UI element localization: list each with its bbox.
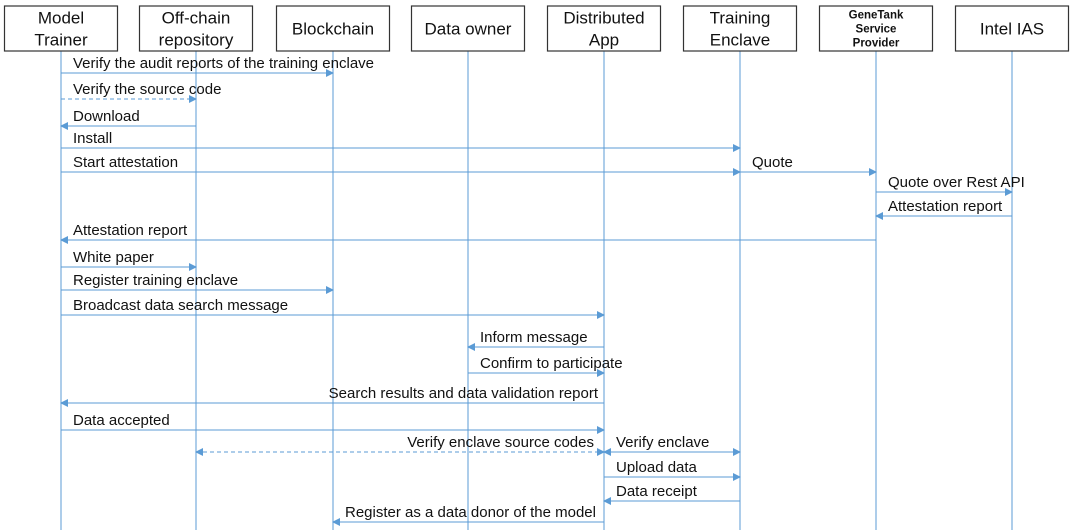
message: Register as a data donor of the model: [332, 504, 604, 526]
participant-box: [546, 5, 662, 52]
message-label: Install: [73, 130, 112, 147]
messages: Verify the audit reports of the training…: [60, 55, 1025, 526]
message: Data receipt: [603, 483, 740, 505]
participant-box: [3, 5, 119, 52]
message: Quote: [740, 154, 877, 176]
participant-box: [954, 5, 1070, 52]
message-label: Attestation report: [73, 222, 188, 239]
message: White paper: [61, 249, 197, 271]
message: Register training enclave: [61, 272, 334, 294]
participant-label: Enclave: [710, 31, 770, 50]
message-label: Quote over Rest API: [888, 174, 1025, 191]
message-label: Register training enclave: [73, 272, 238, 289]
participant-chain: Blockchain: [275, 5, 391, 52]
participant-label: Service: [856, 24, 897, 36]
participant-label: Trainer: [34, 31, 88, 50]
message: Inform message: [467, 329, 604, 351]
participant-label: Distributed: [563, 9, 644, 28]
participant-owner: Data owner: [410, 5, 526, 52]
participant-label: App: [589, 31, 619, 50]
participant-label: Off-chain: [162, 9, 231, 28]
message: Verify enclave: [603, 434, 741, 456]
message-label: Register as a data donor of the model: [345, 504, 596, 521]
message: Install: [61, 130, 741, 152]
participant-box: [275, 5, 391, 52]
message: Verify the audit reports of the training…: [61, 55, 374, 77]
message-label: Data receipt: [616, 483, 698, 500]
message: Confirm to participate: [468, 355, 623, 377]
message: Verify enclave source codes: [195, 434, 605, 456]
message: Broadcast data search message: [61, 297, 605, 319]
message-label: Verify enclave source codes: [407, 434, 594, 451]
message-label: Broadcast data search message: [73, 297, 288, 314]
participant-label: Blockchain: [292, 20, 374, 39]
message: Search results and data validation repor…: [60, 385, 604, 407]
participant-label: Data owner: [425, 20, 512, 39]
message: Start attestation: [61, 154, 741, 176]
message-label: Quote: [752, 154, 793, 171]
message: Attestation report: [875, 198, 1012, 220]
message-label: Start attestation: [73, 154, 178, 171]
message-label: Confirm to participate: [480, 355, 623, 372]
participant-offchain: Off-chain repository: [138, 5, 254, 52]
message-label: Verify enclave: [616, 434, 709, 451]
participant-label: GeneTank: [849, 10, 904, 22]
participant-ias: Intel IAS: [954, 5, 1070, 52]
message: Upload data: [604, 459, 741, 481]
message-label: Upload data: [616, 459, 698, 476]
message-label: Data accepted: [73, 412, 170, 429]
participant-label: Model: [38, 9, 84, 28]
participant-box: [682, 5, 798, 52]
participant-label: Training: [710, 9, 771, 28]
message: Quote over Rest API: [876, 174, 1025, 196]
message-label: Attestation report: [888, 198, 1003, 215]
message: Download: [60, 108, 196, 130]
message: Data accepted: [61, 412, 605, 434]
message-label: Search results and data validation repor…: [329, 385, 599, 402]
participant-box: [410, 5, 526, 52]
participant-box: [138, 5, 254, 52]
message-label: White paper: [73, 249, 154, 266]
message: Verify the source code: [61, 81, 221, 103]
message-label: Inform message: [480, 329, 588, 346]
participant-label: Provider: [853, 38, 900, 50]
participant-box: [818, 5, 934, 52]
message-label: Download: [73, 108, 140, 125]
participant-label: Intel IAS: [980, 20, 1044, 39]
message: Attestation report: [60, 222, 876, 244]
message-label: Verify the audit reports of the training…: [73, 55, 374, 72]
message-label: Verify the source code: [73, 81, 221, 98]
participant-label: repository: [159, 31, 234, 50]
